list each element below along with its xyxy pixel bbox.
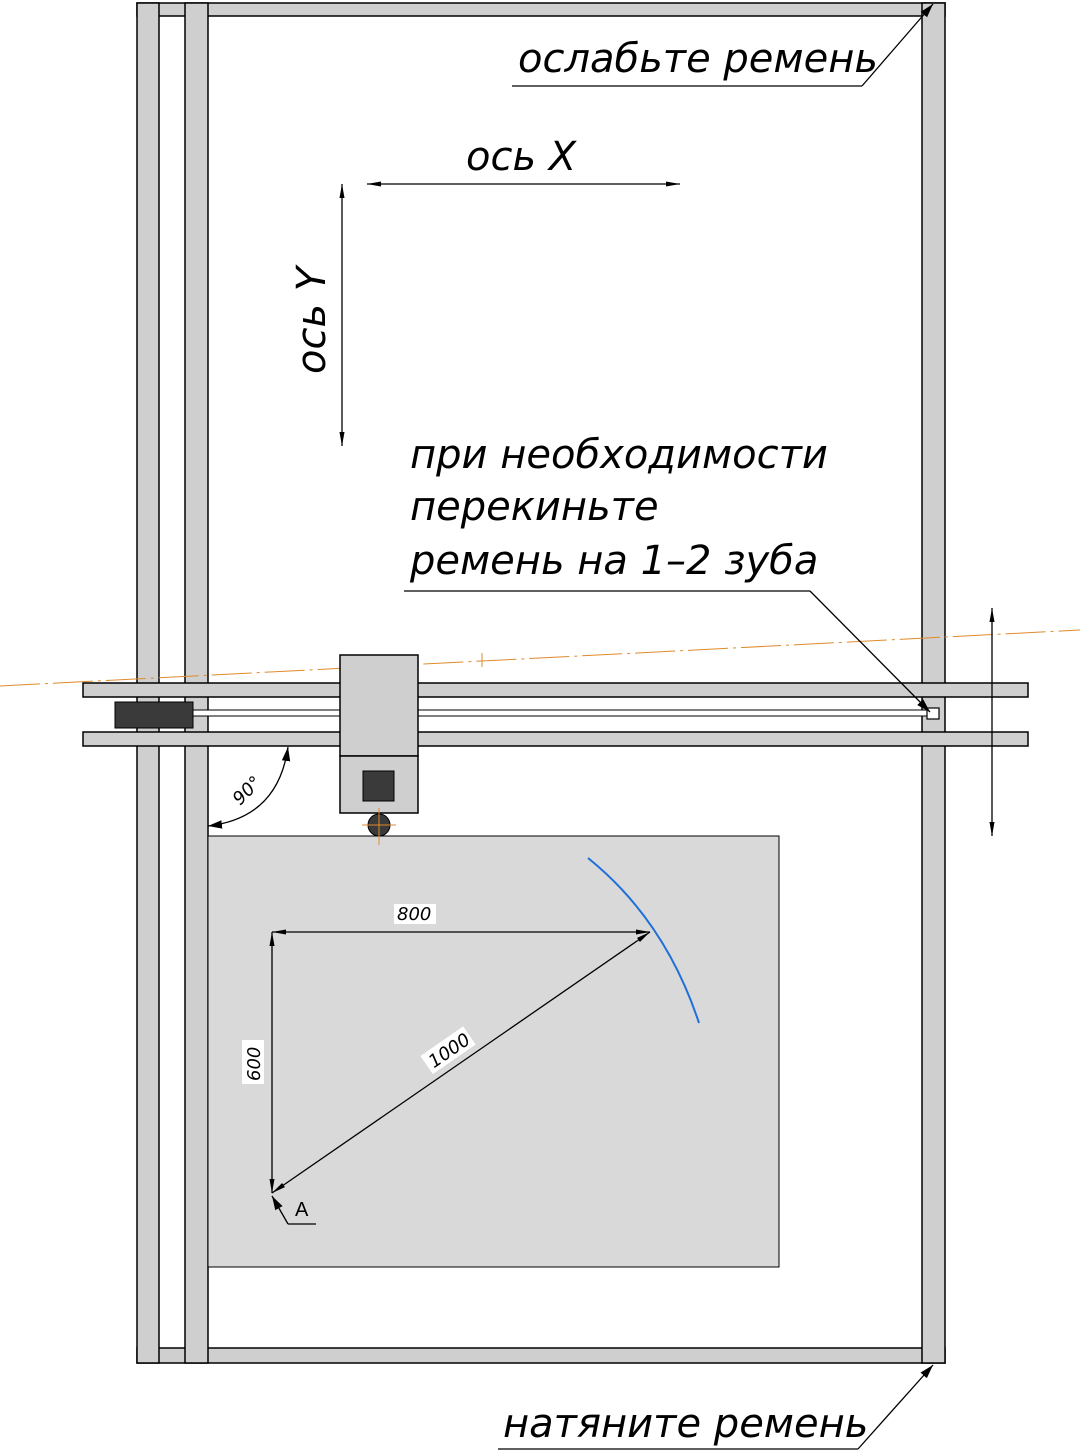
tighten-belt-pointer	[857, 1364, 934, 1450]
dim-600-text: 600	[244, 1047, 265, 1081]
axis-y-label: ось Y	[289, 263, 335, 374]
tighten-belt-callout: натяните ремень	[498, 1364, 934, 1450]
gantry-bottom-bar	[82, 731, 1029, 747]
belt-end-pulley	[926, 707, 940, 720]
note-line-1: при необходимости	[410, 432, 828, 478]
tool-head-window	[362, 770, 395, 802]
point-a-label: A	[295, 1199, 309, 1221]
loosen-belt-label: ослабьте ремень	[518, 36, 878, 82]
motor-block	[114, 701, 194, 729]
loosen-belt-callout: ослабьте ремень	[512, 3, 934, 87]
dim-1000-line	[271, 931, 651, 1194]
dim-600-bg	[242, 1040, 264, 1084]
gantry-centerline	[0, 629, 1080, 687]
point-a-callout: A	[271, 1195, 316, 1225]
note-line-2: перекиньте	[410, 484, 659, 530]
note-pointer	[809, 590, 931, 713]
axis-x-indicator: ось X	[367, 134, 680, 187]
belt-teeth-note: при необходимости перекиньте ремень на 1…	[404, 432, 931, 713]
radius-arc	[587, 857, 700, 1024]
dim-800-text: 800	[397, 904, 431, 925]
frame-bottom-rail	[136, 1347, 946, 1364]
tool-carriage	[339, 654, 419, 845]
gantry	[82, 682, 1029, 747]
dim-1000-bg	[420, 1026, 476, 1075]
dim-800-bg	[394, 904, 436, 924]
tighten-belt-label: натяните ремень	[503, 1401, 868, 1447]
angle-arc	[207, 746, 291, 829]
workpiece-sheet	[207, 835, 780, 1268]
gantry-top-bar	[82, 682, 1029, 698]
angle-indicator: 90°	[207, 746, 291, 829]
note-line-3: ремень на 1–2 зуба	[409, 538, 818, 584]
axis-y-indicator: ось Y	[289, 184, 345, 446]
loosen-belt-pointer	[861, 3, 934, 87]
frame-top-rail	[136, 2, 946, 17]
axis-x-label: ось X	[466, 134, 578, 180]
point-a-pointer	[271, 1195, 289, 1225]
belt-strip	[192, 709, 932, 717]
carriage-body	[339, 654, 419, 757]
